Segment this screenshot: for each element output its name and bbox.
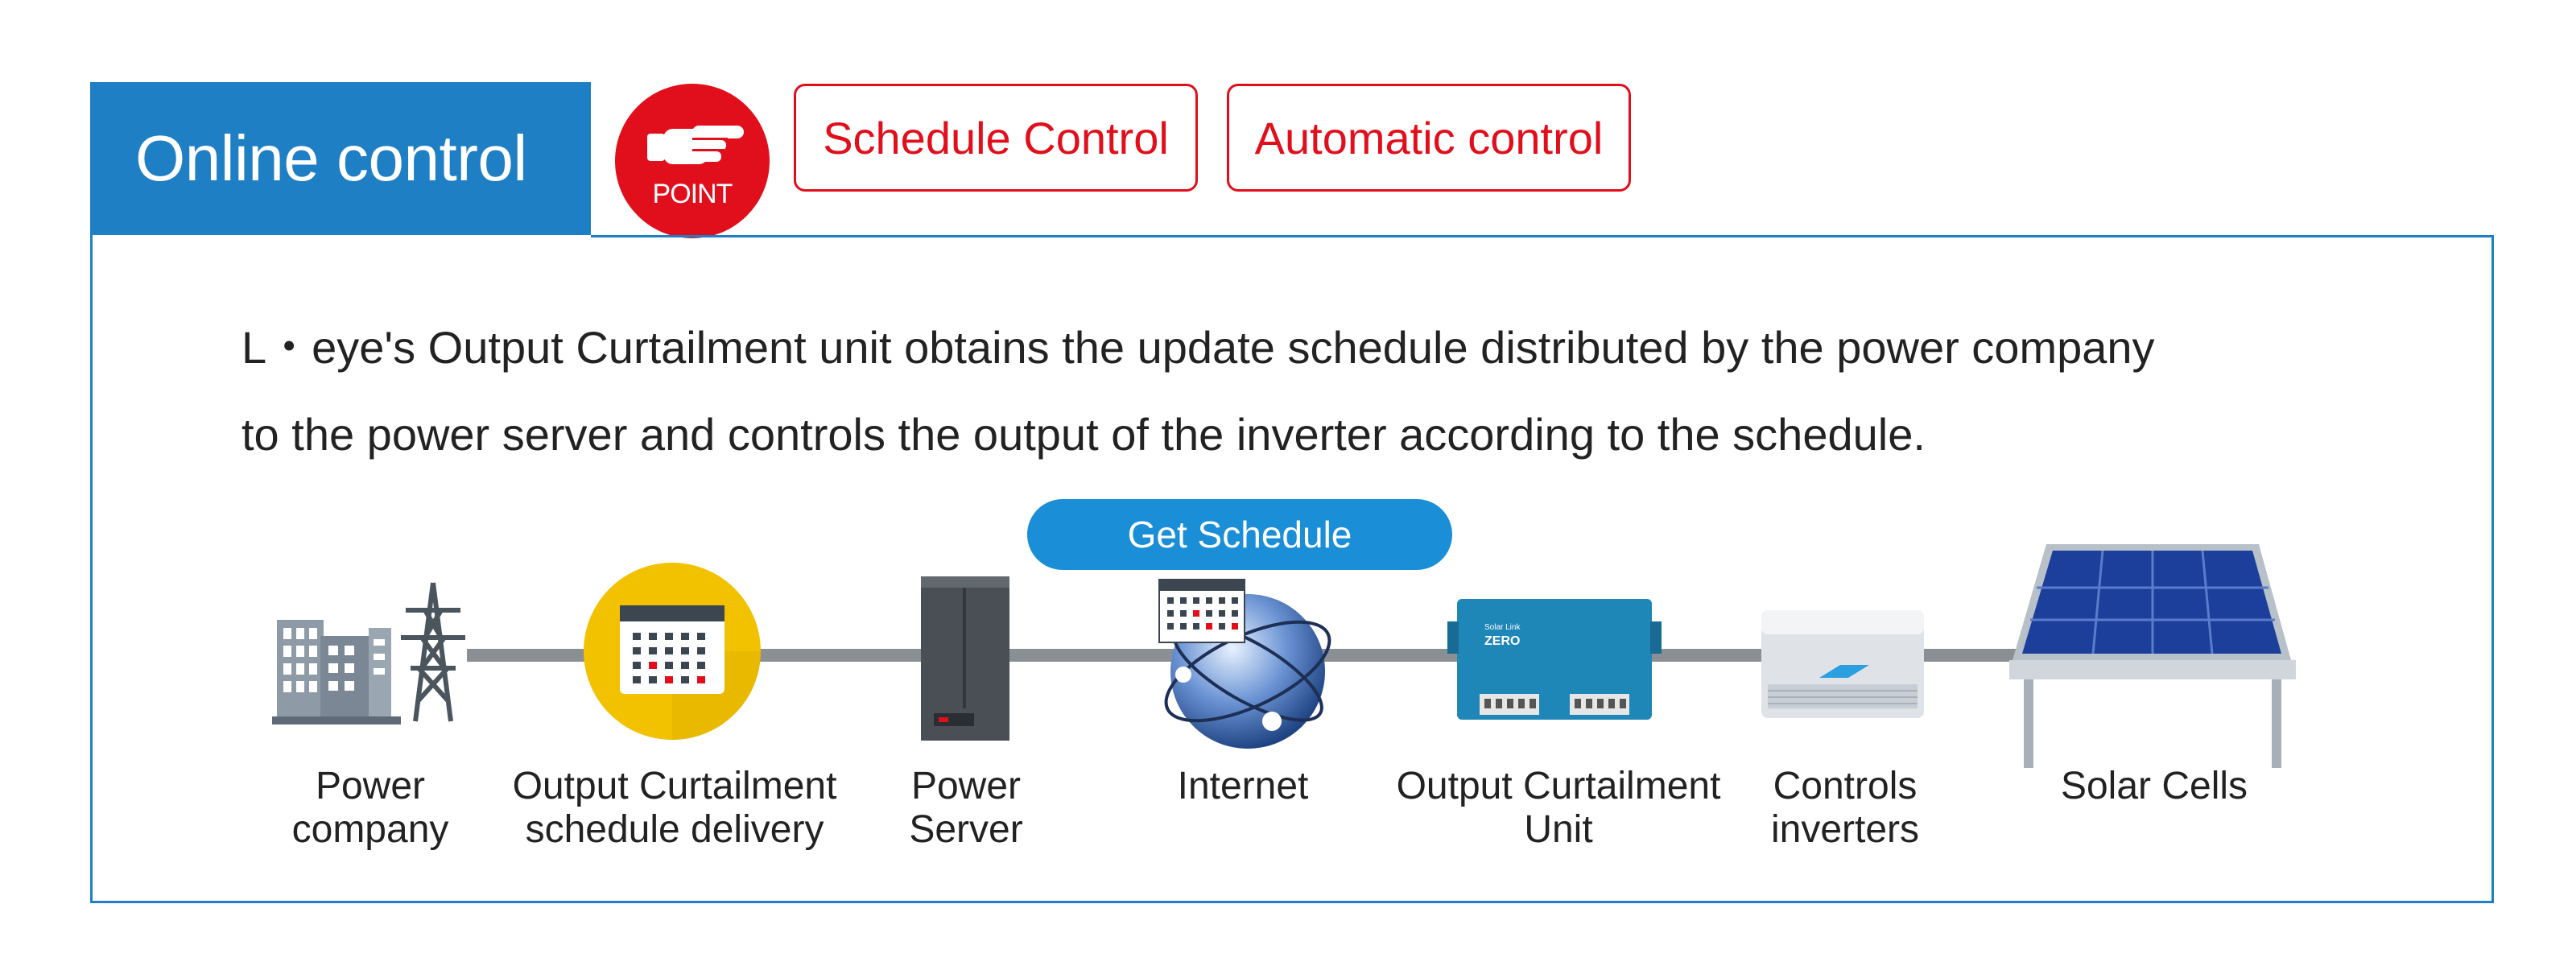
label-line: Server: [909, 808, 1023, 851]
keyword-automatic-control: Automatic control: [1227, 84, 1631, 192]
label-line: Output Curtailment: [1396, 765, 1721, 807]
label-line: Output Curtailment: [512, 765, 837, 807]
content-frame: [90, 235, 2494, 903]
device-brand: Solar Link: [1484, 623, 1521, 632]
device-model: ZERO: [1484, 634, 1521, 648]
label-line: Solar Cells: [2060, 765, 2248, 807]
label-line: company: [291, 808, 449, 851]
description-line-1: L・eye's Output Curtailment unit obtains …: [242, 322, 2155, 373]
curtailment-unit-icon: Solar Link ZERO: [1447, 592, 1662, 728]
point-label: POINT: [652, 179, 733, 209]
device-body: [1447, 599, 1662, 720]
label-power-server: Power Server: [909, 765, 1022, 852]
label-line: schedule delivery: [525, 808, 824, 851]
description-line-2: to the power server and controls the out…: [242, 409, 1926, 460]
label-line: Controls: [1773, 765, 1918, 807]
description: L・eye's Output Curtailment unit obtains …: [242, 304, 2334, 478]
section-title: Online control: [135, 122, 527, 194]
label-line: Internet: [1177, 765, 1309, 807]
section-tab: Online control: [90, 82, 591, 235]
power-company-icon: [272, 582, 465, 724]
get-schedule-pill: Get Schedule: [1027, 499, 1452, 570]
label-power-company: Power company: [292, 765, 449, 852]
server-icon: [921, 576, 1009, 741]
globe-icon: [1158, 579, 1331, 749]
keyword-schedule-control: Schedule Control: [794, 84, 1198, 192]
label-line: Power: [315, 765, 426, 807]
label-curtailment-unit: Output Curtailment Unit: [1397, 765, 1721, 852]
inverter-icon: [1761, 610, 1924, 718]
calendar-icon: [584, 563, 761, 740]
label-line: inverters: [1770, 808, 1920, 851]
label-controls-inverters: Controls inverters: [1771, 765, 1919, 852]
point-badge: POINT: [615, 84, 770, 238]
label-line: Power: [910, 765, 1022, 807]
label-schedule-delivery: Output Curtailment schedule delivery: [513, 765, 837, 852]
label-solar-cells: Solar Cells: [2061, 765, 2248, 808]
frame-top-border: [591, 235, 2494, 237]
label-line: Unit: [1524, 808, 1593, 851]
label-internet: Internet: [1178, 765, 1309, 808]
solar-panel-icon: [2009, 544, 2296, 768]
pointing-hand-icon: [647, 126, 744, 164]
